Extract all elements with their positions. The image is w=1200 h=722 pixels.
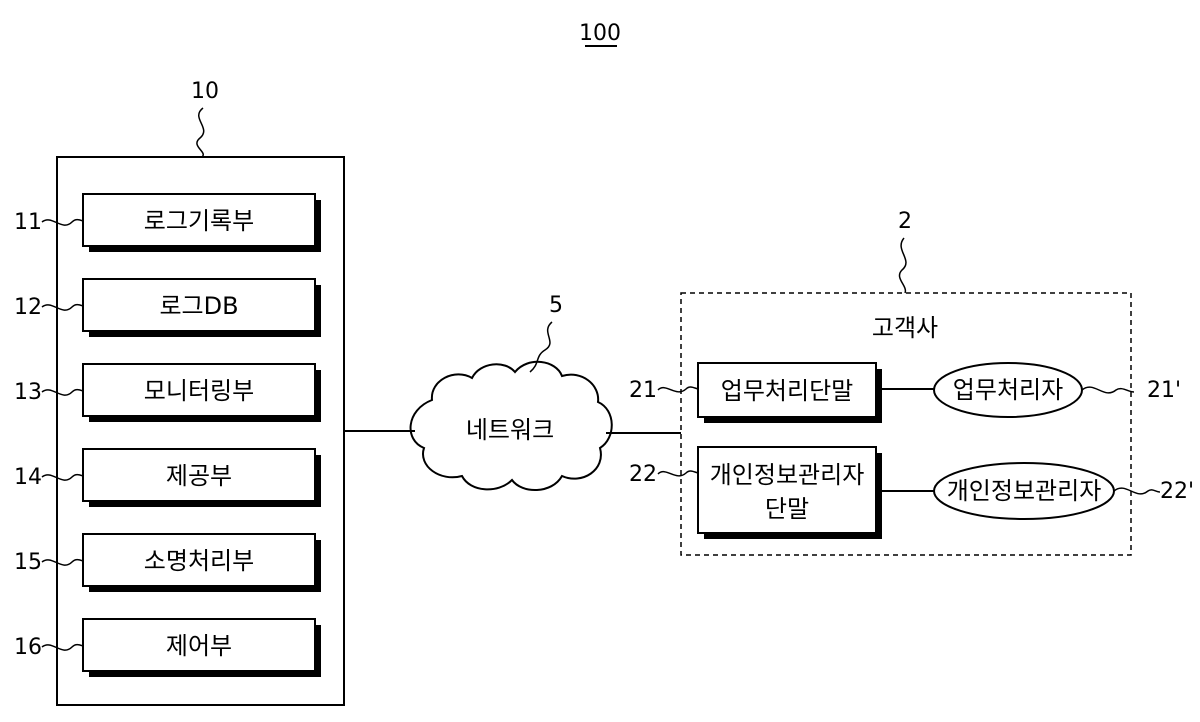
- customer-leader: [899, 238, 905, 293]
- figure-number: 100: [579, 21, 621, 46]
- network-label: 네트워크: [466, 416, 554, 444]
- module-ref: 16: [14, 635, 42, 660]
- module-label: 소명처리부: [144, 547, 254, 575]
- module-label: 로그기록부: [144, 207, 254, 235]
- user-22: 개인정보관리자 22': [934, 463, 1194, 519]
- terminal-ref: 21: [629, 378, 657, 403]
- module-label: 제어부: [166, 632, 232, 660]
- module-ref: 12: [14, 295, 42, 320]
- user-label: 개인정보관리자: [947, 477, 1102, 505]
- terminal-label-line2: 단말: [765, 495, 809, 523]
- terminal-label-line1: 개인정보관리자: [710, 461, 865, 489]
- customer-ref: 2: [898, 209, 912, 234]
- module-ref: 13: [14, 380, 42, 405]
- module-ref: 15: [14, 550, 42, 575]
- module-label: 모니터링부: [144, 377, 254, 405]
- network-ref: 5: [549, 293, 563, 318]
- server-ref: 10: [191, 79, 219, 104]
- module-label: 제공부: [166, 462, 232, 490]
- module-ref: 14: [14, 465, 42, 490]
- network-cloud: 네트워크: [411, 362, 612, 490]
- server-leader: [197, 108, 204, 157]
- module-ref: 11: [14, 210, 42, 235]
- terminal-ref: 22: [629, 462, 657, 487]
- user-ref: 22': [1160, 479, 1194, 504]
- terminal-22: 개인정보관리자 단말 22: [629, 447, 882, 539]
- terminal-label: 업무처리단말: [721, 377, 853, 405]
- user-21: 업무처리자 21': [934, 363, 1181, 417]
- user-label: 업무처리자: [953, 376, 1063, 404]
- customer-label: 고객사: [872, 314, 938, 342]
- module-label: 로그DB: [159, 292, 238, 320]
- user-ref: 21': [1147, 378, 1181, 403]
- terminal-21: 업무처리단말 21: [629, 363, 882, 423]
